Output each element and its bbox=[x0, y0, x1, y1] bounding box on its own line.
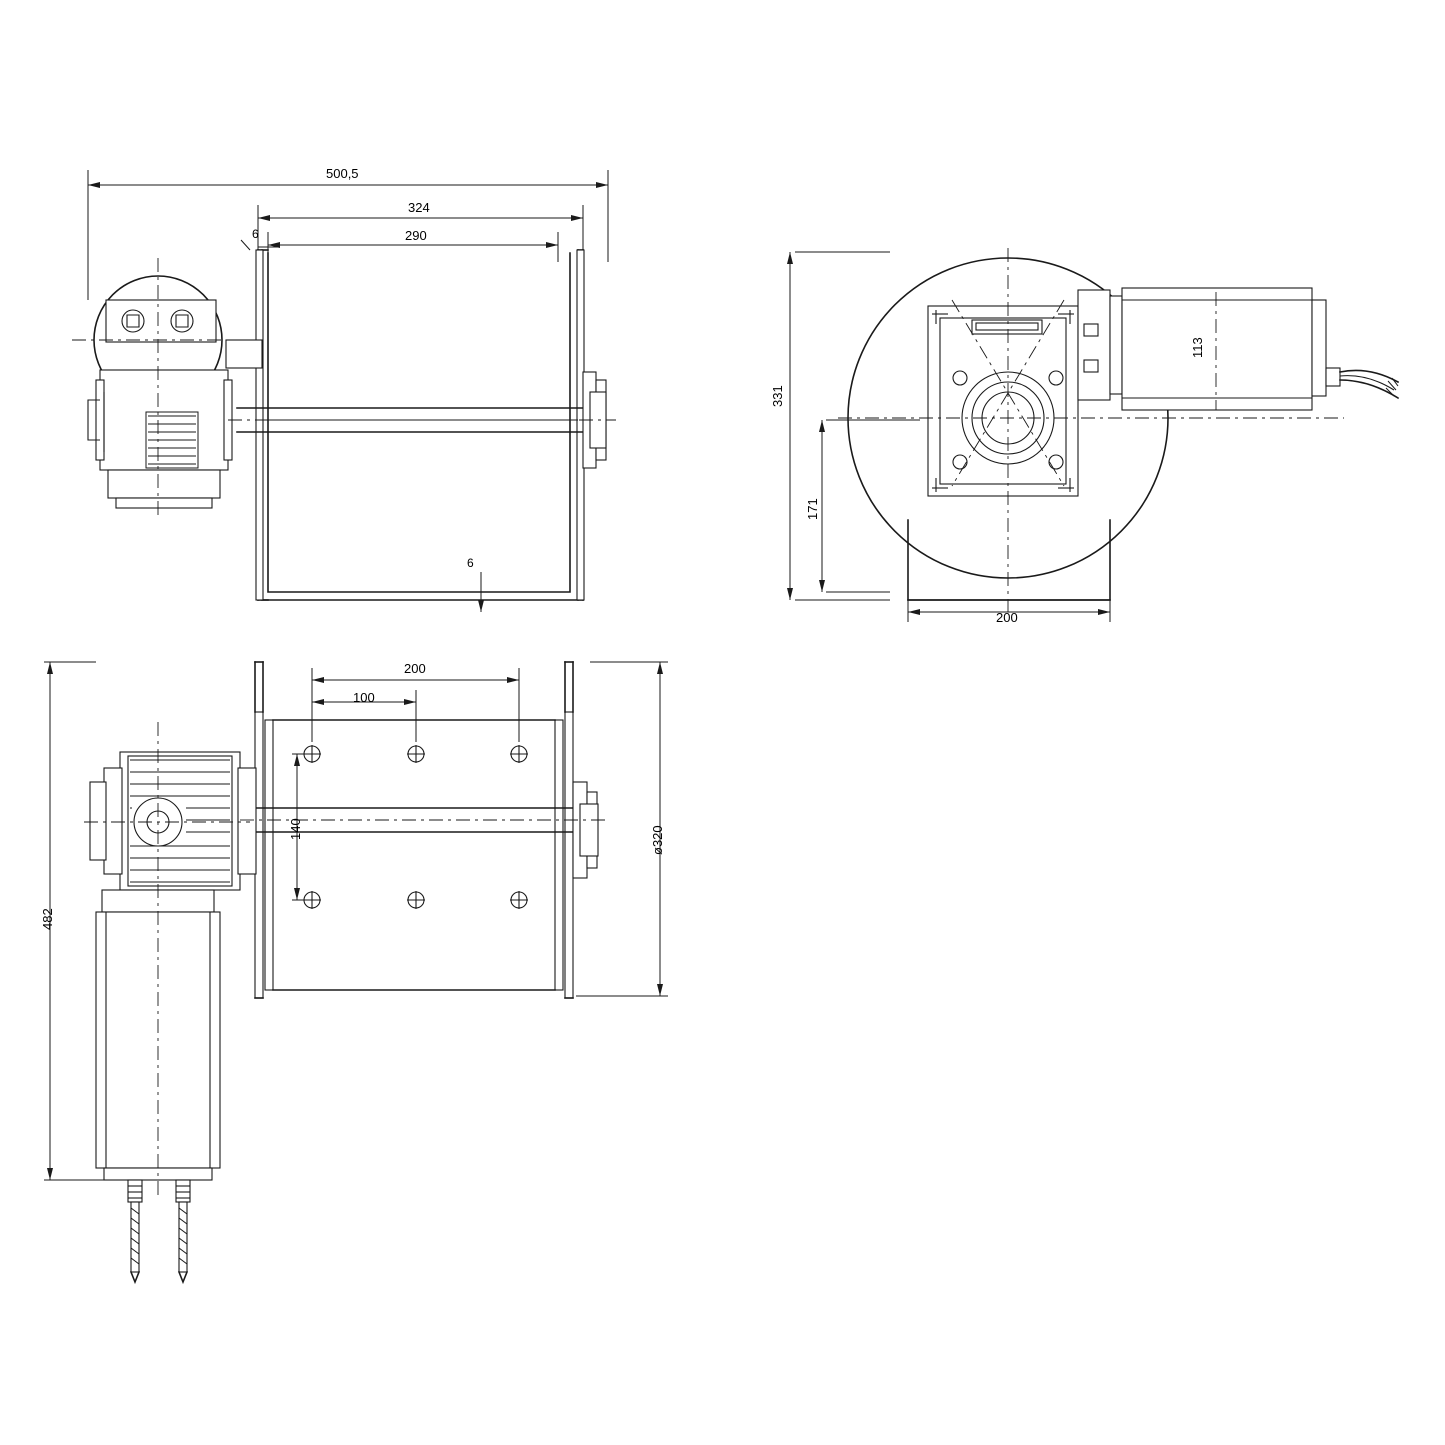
top-view bbox=[72, 170, 616, 612]
dim-drum-outer bbox=[257, 205, 584, 262]
dim-label-500: 500,5 bbox=[326, 166, 359, 181]
mounting-bolts bbox=[303, 745, 528, 909]
side-view bbox=[44, 661, 668, 1285]
dim-front-height bbox=[787, 251, 890, 601]
dim-overall-length bbox=[87, 170, 609, 300]
side-view-centerlines bbox=[84, 722, 610, 1200]
dim-drum-diameter bbox=[576, 661, 668, 997]
dim-label-100: 100 bbox=[353, 690, 375, 705]
dim-label-113: 113 bbox=[1190, 337, 1205, 358]
dim-label-140: 140 bbox=[288, 818, 303, 840]
dim-label-320: ø320 bbox=[650, 825, 665, 855]
motor-housing-left bbox=[87, 275, 263, 509]
outlet-base bbox=[907, 519, 1111, 601]
front-view bbox=[787, 248, 1400, 622]
drum-body-side bbox=[239, 661, 593, 999]
dim-label-6-left: 6 bbox=[252, 227, 259, 241]
dim-label-290: 290 bbox=[405, 228, 427, 243]
dim-overall-height bbox=[44, 661, 130, 1181]
dim-label-6-bottom: 6 bbox=[467, 556, 474, 570]
dim-inlet-height bbox=[819, 419, 920, 593]
gearbox-side bbox=[89, 751, 257, 891]
cooling-fins bbox=[145, 411, 199, 469]
dim-label-331: 331 bbox=[770, 385, 785, 407]
gearbox-fins bbox=[130, 759, 230, 883]
drum-body-outline bbox=[255, 249, 585, 601]
motor-assembly-right bbox=[1077, 287, 1400, 411]
dim-label-200-bolt: 200 bbox=[404, 661, 426, 676]
dim-label-482: 482 bbox=[40, 908, 55, 930]
dim-base-width bbox=[907, 600, 1111, 622]
top-view-centerlines bbox=[72, 258, 616, 520]
dim-label-200-base: 200 bbox=[996, 610, 1018, 625]
dim-label-324: 324 bbox=[408, 200, 430, 215]
front-view-centerlines bbox=[838, 248, 1344, 612]
dim-bolt-half-span bbox=[311, 690, 417, 742]
side-bearing-hub bbox=[572, 781, 599, 879]
dim-label-171: 171 bbox=[805, 498, 820, 520]
